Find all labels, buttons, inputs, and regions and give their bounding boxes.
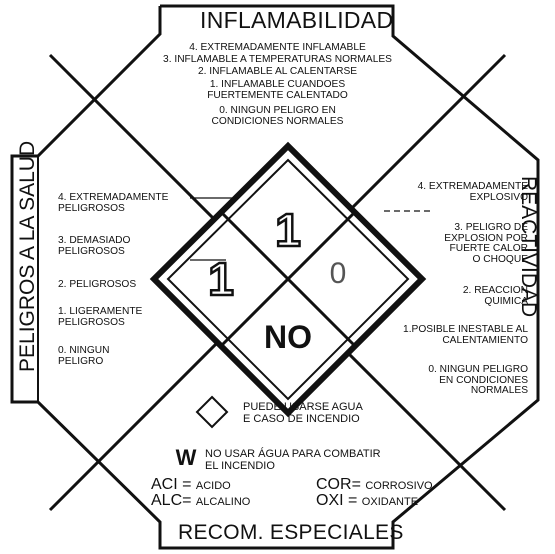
health-level-1: 1. LIGERAMENTE PELIGROSOS: [58, 306, 143, 328]
water-ok-icon: [195, 395, 229, 429]
acronym-cor: COR= CORROSIVO: [316, 476, 433, 493]
reactivity-level-2: 2. REACCION QUIMICA: [462, 285, 528, 307]
reactivity-value: 0: [329, 257, 347, 290]
reactivity-level-1: 1.POSIBLE INESTABLE AL CALENTAMIENTO: [403, 324, 528, 346]
no-water-icon: W: [175, 445, 197, 470]
flammability-level-2: 2. INFLAMABLE AL CALENTARSE: [197, 66, 358, 77]
flammability-level-4: 4. EXTREMADAMENTE INFLAMABLE: [189, 42, 366, 53]
acronym-alc: ALC= ALCALINO: [151, 492, 251, 509]
frame-outline: [10, 4, 540, 550]
water-ok-text: PUEDE USARSE AGUA E CASO DE INCENDIO: [243, 401, 363, 425]
health-value: 1: [207, 252, 235, 307]
flammability-level-0: 0. NINGUN PELIGRO EN CONDICIONES NORMALE…: [211, 105, 344, 127]
health-level-3: 3. DEMASIADO PELIGROSOS: [58, 235, 131, 257]
reactivity-level-3: 3. PELIGRO DE EXPLOSION POR FUERTE CALOR…: [444, 222, 528, 266]
flammability-value: 1: [274, 203, 302, 258]
health-title: PELIGROS A LA SALUD: [16, 140, 39, 372]
flammability-title: INFLAMABILIDAD: [200, 7, 394, 33]
reactivity-level-0: 0. NINGUN PELIGRO EN CONDICIONES NORMALE…: [428, 364, 528, 397]
no-water-text: NO USAR ÁGUA PARA COMBATIR EL INCENDIO: [205, 448, 381, 472]
flammability-level-3: 3. INFLAMABLE A TEMPERATURAS NORMALES: [163, 54, 392, 65]
special-title: RECOM. ESPECIALES: [178, 521, 404, 544]
health-level-4: 4. EXTREMADAMENTE PELIGROSOS: [58, 192, 169, 214]
flammability-level-1: 1. INFLAMABLE CUANDOES FUERTEMENTE CALEN…: [207, 79, 348, 101]
acronym-oxi: OXI = OXIDANTE: [316, 492, 419, 509]
health-level-0: 0. NINGUN PELIGRO: [58, 345, 110, 367]
health-level-2: 2. PELIGROSOS: [58, 279, 137, 290]
special-value: NO: [264, 319, 312, 355]
acronym-aci: ACI = ACIDO: [151, 476, 231, 493]
reactivity-level-4: 4. EXTREMADAMENTE EXPLOSIVO: [417, 181, 528, 203]
